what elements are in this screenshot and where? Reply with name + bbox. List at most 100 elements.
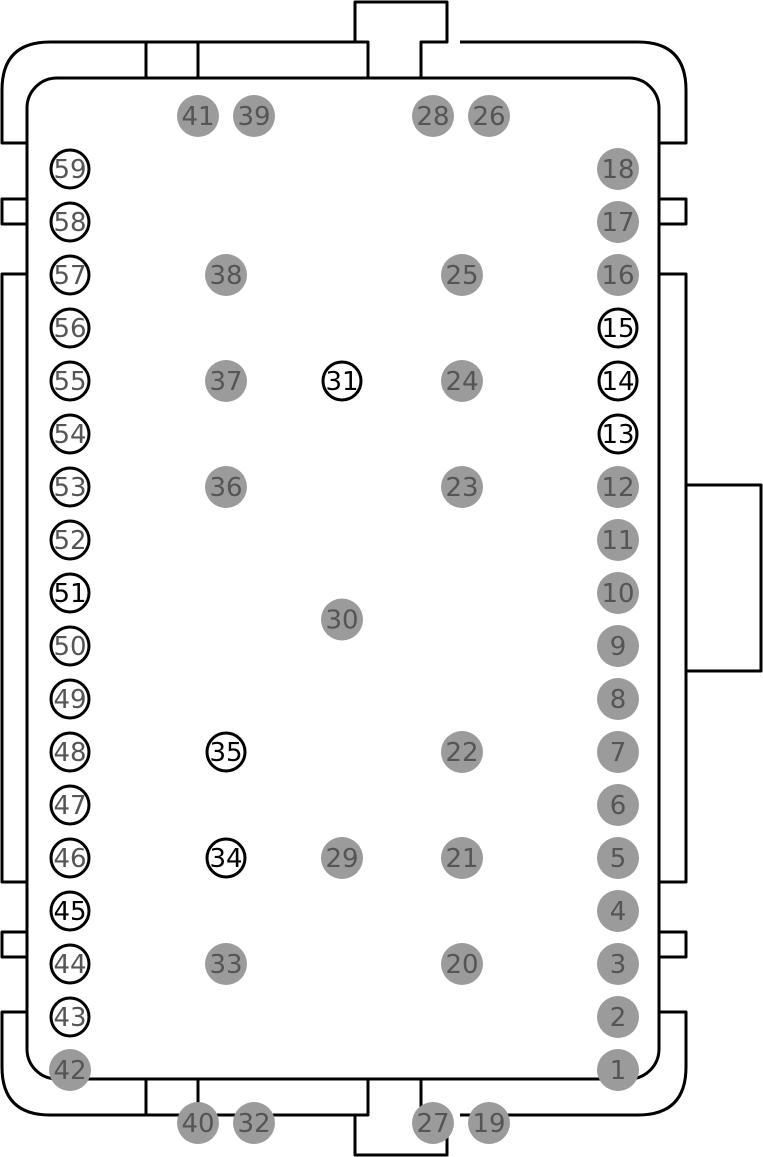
pin-circle	[441, 254, 483, 296]
left-upper-clip	[0, 197, 27, 226]
pin-label: 32	[237, 1109, 270, 1139]
pin-label: 14	[601, 367, 634, 397]
pin-50: 50	[49, 625, 91, 667]
pin-label: 27	[416, 1109, 449, 1139]
pin-circle	[597, 201, 639, 243]
pin-circle	[321, 837, 363, 879]
pin-13: 13	[597, 413, 639, 455]
pin-label: 42	[53, 1056, 86, 1086]
pin-label: 9	[610, 632, 627, 662]
pin-circle	[49, 784, 91, 826]
pin-circle	[233, 95, 275, 137]
pin-32: 32	[233, 1102, 275, 1144]
outer-shell-bottom-left	[0, 1010, 368, 1117]
pin-circle	[441, 466, 483, 508]
pin-49: 49	[49, 678, 91, 720]
pin-44: 44	[49, 943, 91, 985]
pin-label: 33	[209, 950, 242, 980]
pin-circle	[49, 466, 91, 508]
pin-6: 6	[597, 784, 639, 826]
pin-42: 42	[49, 1049, 91, 1091]
pin-38: 38	[205, 254, 247, 296]
pin-label: 23	[445, 473, 478, 503]
pin-7: 7	[597, 731, 639, 773]
pin-label: 2	[610, 1003, 627, 1033]
pin-circle	[597, 678, 639, 720]
pin-47: 47	[49, 784, 91, 826]
pin-label: 34	[209, 844, 242, 874]
pin-3: 3	[597, 943, 639, 985]
pin-2: 2	[597, 996, 639, 1038]
pin-group: 1234567891011121314151617181920212223242…	[49, 95, 639, 1144]
pin-10: 10	[597, 572, 639, 614]
pin-circle	[597, 784, 639, 826]
pin-circle	[49, 890, 91, 932]
pin-circle	[49, 148, 91, 190]
pin-53: 53	[49, 466, 91, 508]
pin-label: 39	[237, 102, 270, 132]
pin-59: 59	[49, 148, 91, 190]
pin-label: 12	[601, 473, 634, 503]
pin-label: 22	[445, 738, 478, 768]
pin-label: 57	[53, 261, 86, 291]
pin-circle	[441, 837, 483, 879]
pin-57: 57	[49, 254, 91, 296]
pin-circle	[49, 360, 91, 402]
pin-label: 28	[416, 102, 449, 132]
pin-circle	[412, 1102, 454, 1144]
pin-34: 34	[205, 837, 247, 879]
pin-label: 13	[601, 420, 634, 450]
pin-15: 15	[597, 307, 639, 349]
outer-shell-top-right	[460, 40, 688, 145]
pin-circle	[597, 890, 639, 932]
right-latch-block	[684, 483, 763, 673]
top-latch-window	[144, 42, 200, 78]
pin-label: 38	[209, 261, 242, 291]
pin-58: 58	[49, 201, 91, 243]
pin-circle	[597, 996, 639, 1038]
pin-label: 16	[601, 261, 634, 291]
pin-circle	[205, 731, 247, 773]
pin-circle	[49, 837, 91, 879]
pin-circle	[597, 466, 639, 508]
pin-19: 19	[468, 1102, 510, 1144]
pin-circle	[49, 1049, 91, 1091]
inner-housing	[25, 76, 661, 1081]
pin-circle	[321, 360, 363, 402]
pin-label: 20	[445, 950, 478, 980]
pin-label: 10	[601, 579, 634, 609]
pin-5: 5	[597, 837, 639, 879]
pin-circle	[49, 572, 91, 614]
pin-label: 54	[53, 420, 86, 450]
pin-circle	[49, 678, 91, 720]
pin-label: 58	[53, 208, 86, 238]
pin-label: 49	[53, 685, 86, 715]
pin-17: 17	[597, 201, 639, 243]
pin-label: 17	[601, 208, 634, 238]
pin-circle	[177, 95, 219, 137]
pin-circle	[597, 519, 639, 561]
pin-label: 7	[610, 738, 627, 768]
pin-circle	[597, 360, 639, 402]
pin-39: 39	[233, 95, 275, 137]
pin-label: 31	[325, 367, 358, 397]
pin-circle	[597, 1049, 639, 1091]
pin-label: 47	[53, 791, 86, 821]
pin-label: 45	[53, 897, 86, 927]
pin-circle	[49, 519, 91, 561]
pin-circle	[205, 360, 247, 402]
pin-31: 31	[321, 360, 363, 402]
pin-circle	[468, 95, 510, 137]
pin-label: 59	[53, 155, 86, 185]
pin-label: 6	[610, 791, 627, 821]
pin-25: 25	[441, 254, 483, 296]
pin-label: 1	[610, 1056, 627, 1086]
pin-label: 3	[610, 950, 627, 980]
pin-label: 4	[610, 897, 627, 927]
pin-circle	[468, 1102, 510, 1144]
pin-circle	[49, 731, 91, 773]
right-lower-clip	[659, 930, 688, 959]
pin-label: 30	[325, 606, 358, 636]
